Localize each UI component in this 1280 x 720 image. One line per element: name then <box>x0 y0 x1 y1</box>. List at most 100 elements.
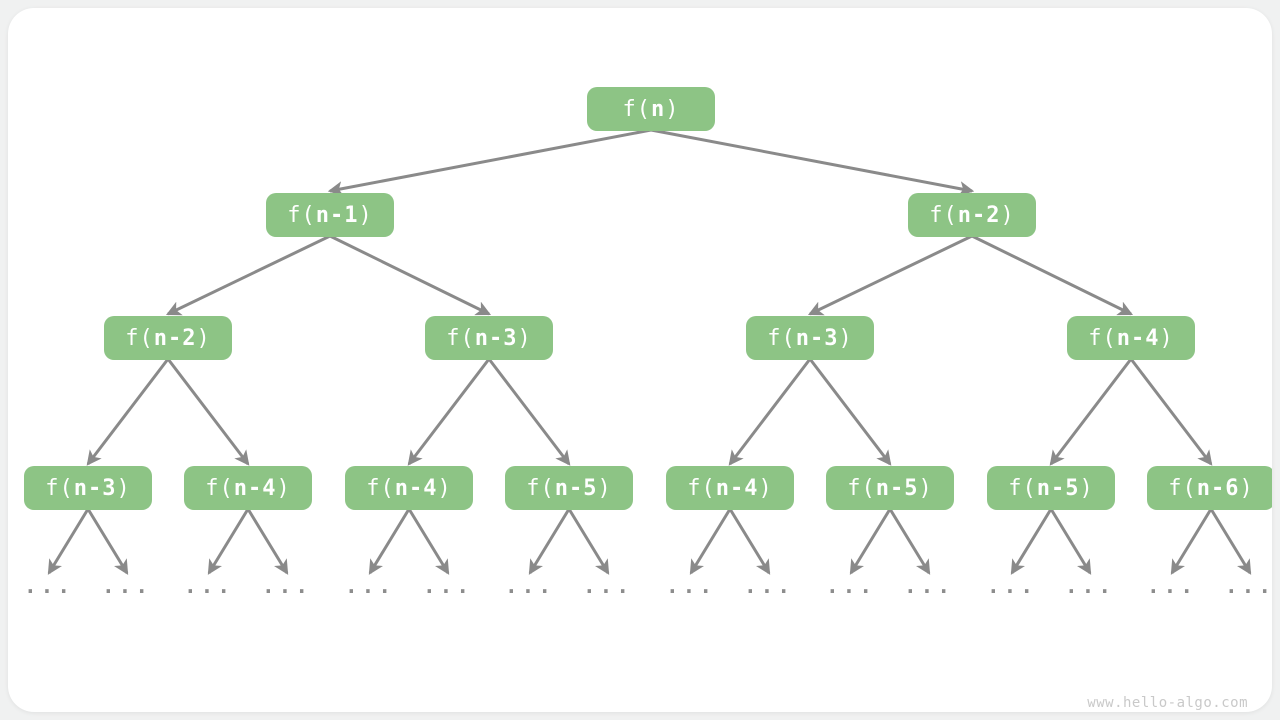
node-paren: ) <box>1159 325 1174 351</box>
ellipsis-node: ... <box>744 574 794 599</box>
node-argument: n-3 <box>474 325 518 351</box>
edge-arrow <box>207 508 250 575</box>
tree-node: f(n-5) <box>826 466 954 510</box>
edge-arrow <box>1129 358 1213 466</box>
node-argument: n <box>651 96 666 122</box>
node-paren: f( <box>847 475 876 501</box>
node-paren: f( <box>45 475 74 501</box>
node-argument: n-3 <box>795 325 839 351</box>
node-paren: ) <box>1239 475 1254 501</box>
edge-arrow <box>1049 508 1092 575</box>
tree-node: f(n-2) <box>908 193 1036 237</box>
node-paren: f( <box>687 475 716 501</box>
node-paren: f( <box>526 475 555 501</box>
edge-arrow <box>689 508 732 575</box>
node-argument: n-4 <box>233 475 277 501</box>
edge-arrow <box>1209 508 1252 575</box>
node-paren: f( <box>446 325 475 351</box>
ellipsis-node: ... <box>1225 574 1272 599</box>
ellipsis-node: ... <box>666 574 716 599</box>
node-argument: n-5 <box>875 475 919 501</box>
ellipsis-node: ... <box>826 574 876 599</box>
edge-arrow <box>327 128 652 196</box>
node-paren: f( <box>366 475 395 501</box>
node-argument: n-4 <box>715 475 759 501</box>
node-argument: n-6 <box>1196 475 1240 501</box>
node-paren: f( <box>767 325 796 351</box>
ellipsis-node: ... <box>24 574 74 599</box>
ellipsis-node: ... <box>1065 574 1115 599</box>
ellipsis-node: ... <box>262 574 312 599</box>
node-paren: ) <box>196 325 211 351</box>
tree-node: f(n-1) <box>266 193 394 237</box>
node-paren: ) <box>437 475 452 501</box>
edge-arrow <box>47 508 90 575</box>
edge-arrow <box>86 358 170 466</box>
recursion-tree-diagram: f(n)f(n-1)f(n-2)f(n-2)f(n-3)f(n-3)f(n-4)… <box>8 8 1272 712</box>
ellipsis-node: ... <box>904 574 954 599</box>
node-paren: ) <box>838 325 853 351</box>
tree-node: f(n-4) <box>666 466 794 510</box>
node-paren: f( <box>1088 325 1117 351</box>
node-paren: ) <box>1079 475 1094 501</box>
edge-arrow <box>971 234 1134 316</box>
edge-arrow <box>487 358 571 466</box>
edge-arrow <box>368 508 411 575</box>
node-paren: f( <box>125 325 154 351</box>
node-paren: ) <box>276 475 291 501</box>
edge-arrow <box>166 358 250 466</box>
edge-arrow <box>246 508 289 575</box>
tree-node: f(n) <box>587 87 715 131</box>
tree-node: f(n-4) <box>345 466 473 510</box>
node-argument: n-2 <box>153 325 197 351</box>
node-paren: f( <box>287 202 316 228</box>
node-paren: ) <box>1000 202 1015 228</box>
edge-arrow <box>1010 508 1053 575</box>
edge-arrow <box>1170 508 1213 575</box>
node-argument: n-1 <box>315 202 359 228</box>
node-paren: f( <box>1168 475 1197 501</box>
edge-arrow <box>567 508 610 575</box>
ellipsis-node: ... <box>505 574 555 599</box>
node-argument: n-5 <box>1036 475 1080 501</box>
edges-layer <box>47 128 1252 575</box>
tree-node: f(n-3) <box>24 466 152 510</box>
edge-arrow <box>807 234 973 316</box>
canvas-card: f(n)f(n-1)f(n-2)f(n-2)f(n-3)f(n-3)f(n-4)… <box>8 8 1272 712</box>
edge-arrow <box>849 508 892 575</box>
edge-arrow <box>808 358 892 466</box>
edge-arrow <box>888 508 931 575</box>
ellipsis-node: ... <box>583 574 633 599</box>
node-paren: f( <box>205 475 234 501</box>
node-paren: ) <box>597 475 612 501</box>
node-paren: f( <box>1008 475 1037 501</box>
edge-arrow <box>165 234 331 316</box>
edge-arrow <box>1049 358 1133 466</box>
edge-arrow <box>728 508 771 575</box>
node-paren: f( <box>622 96 651 122</box>
node-paren: ) <box>517 325 532 351</box>
edge-arrow <box>86 508 129 575</box>
node-argument: n-4 <box>394 475 438 501</box>
tree-node: f(n-2) <box>104 316 232 360</box>
node-argument: n-4 <box>1116 325 1160 351</box>
tree-node: f(n-3) <box>746 316 874 360</box>
edge-arrow <box>728 358 812 466</box>
node-paren: ) <box>358 202 373 228</box>
ellipsis-node: ... <box>102 574 152 599</box>
tree-node: f(n-4) <box>1067 316 1195 360</box>
tree-node: f(n-4) <box>184 466 312 510</box>
edge-arrow <box>407 358 491 466</box>
node-paren: f( <box>929 202 958 228</box>
edge-arrow <box>329 234 492 316</box>
ellipsis-node: ... <box>1147 574 1197 599</box>
tree-node: f(n-5) <box>505 466 633 510</box>
edge-arrow <box>407 508 450 575</box>
node-argument: n-2 <box>957 202 1001 228</box>
watermark: www.hello-algo.com <box>1087 695 1248 711</box>
edge-arrow <box>528 508 571 575</box>
node-paren: ) <box>918 475 933 501</box>
node-paren: ) <box>116 475 131 501</box>
node-paren: ) <box>665 96 680 122</box>
tree-node: f(n-5) <box>987 466 1115 510</box>
